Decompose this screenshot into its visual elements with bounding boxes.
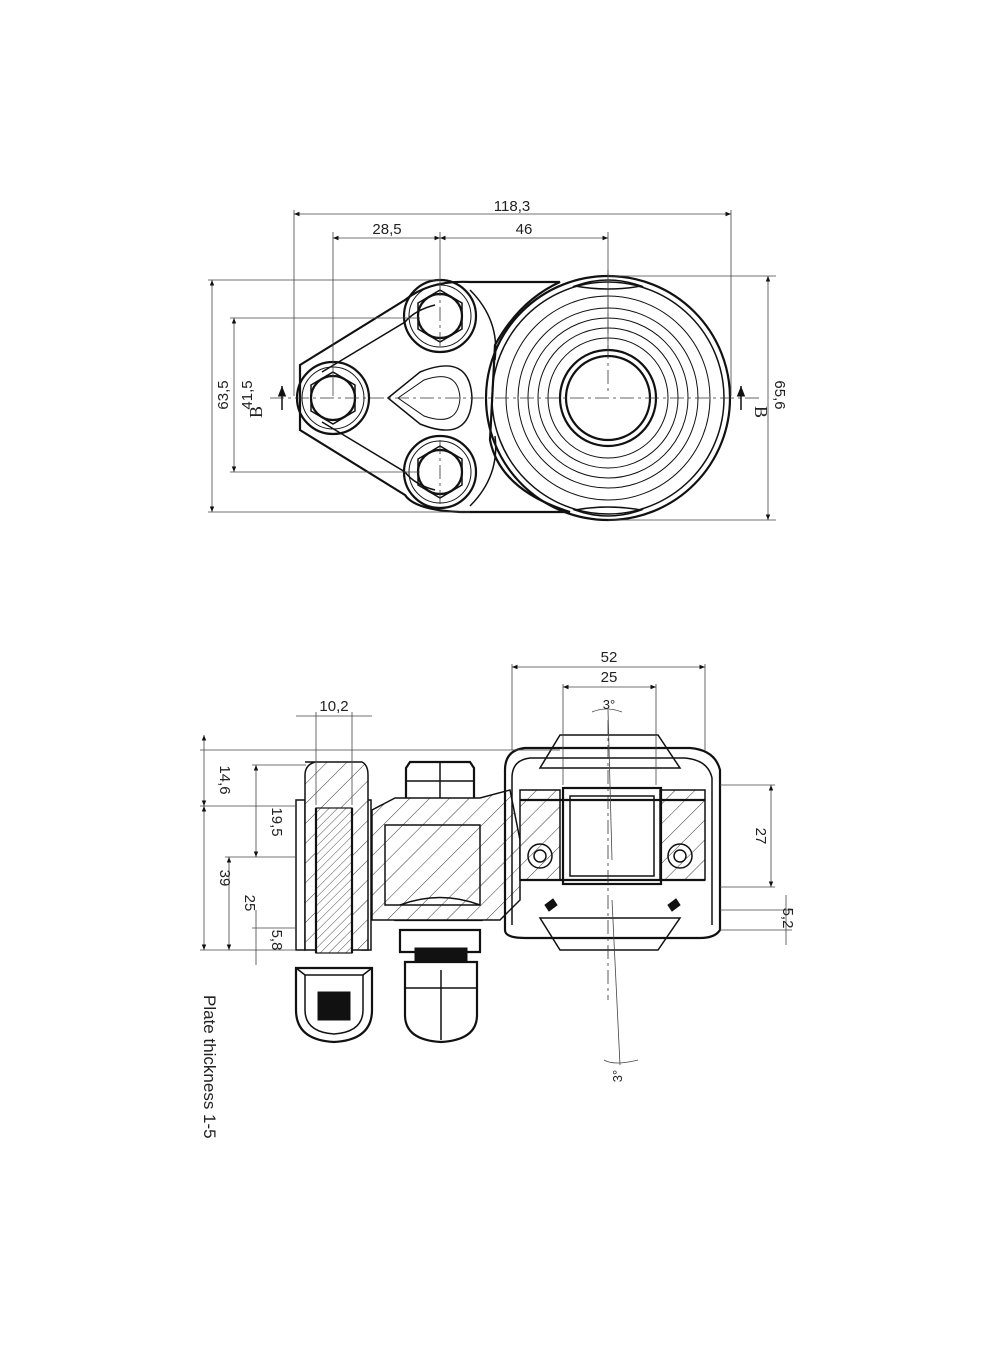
dim-bottom-offset: 5,2 bbox=[779, 908, 796, 929]
dim-center-distance: 46 bbox=[516, 221, 533, 238]
stud-assembly bbox=[294, 761, 374, 1044]
dim-outer-diameter: 52 bbox=[601, 649, 618, 666]
svg-text:B: B bbox=[751, 406, 771, 418]
top-view: 118,3 28,5 46 41,5 63,5 65,6 B B bbox=[208, 198, 788, 522]
dim-housing-height: 27 bbox=[752, 828, 769, 845]
bracket-body bbox=[298, 280, 571, 514]
bracket-plate bbox=[371, 789, 521, 921]
section-marker-left: B bbox=[246, 386, 287, 418]
section-view: 52 25 3° 3° 10,2 14,6 19,5 39 25 5,8 27 … bbox=[200, 649, 796, 1082]
dim-bore-diameter: 25 bbox=[601, 669, 618, 686]
bearing-housing bbox=[503, 720, 722, 1000]
section-marker-right: B bbox=[736, 386, 771, 418]
dim-tilt-angle-top: 3° bbox=[603, 697, 615, 712]
dim-tilt-angle-bottom: 3° bbox=[610, 1070, 625, 1082]
dim-plate-height: 25 bbox=[241, 895, 258, 912]
dim-bolt-offset: 28,5 bbox=[372, 221, 401, 238]
dim-total-height: 39 bbox=[216, 870, 233, 887]
plate-thickness-note: Plate thickness 1-5 bbox=[200, 995, 219, 1139]
dim-overall-width: 118,3 bbox=[494, 198, 530, 215]
dim-min-gap: 5,8 bbox=[268, 930, 285, 951]
dim-stud-height: 19,5 bbox=[268, 807, 285, 836]
dim-stud-diameter: 10,2 bbox=[319, 698, 348, 715]
dim-top-offset: 14,6 bbox=[216, 765, 233, 794]
dim-overall-height-right: 65,6 bbox=[771, 380, 788, 409]
dim-bolt-spacing: 41,5 bbox=[239, 380, 256, 409]
svg-text:B: B bbox=[246, 406, 266, 418]
dim-overall-height-left: 63,5 bbox=[215, 380, 232, 409]
